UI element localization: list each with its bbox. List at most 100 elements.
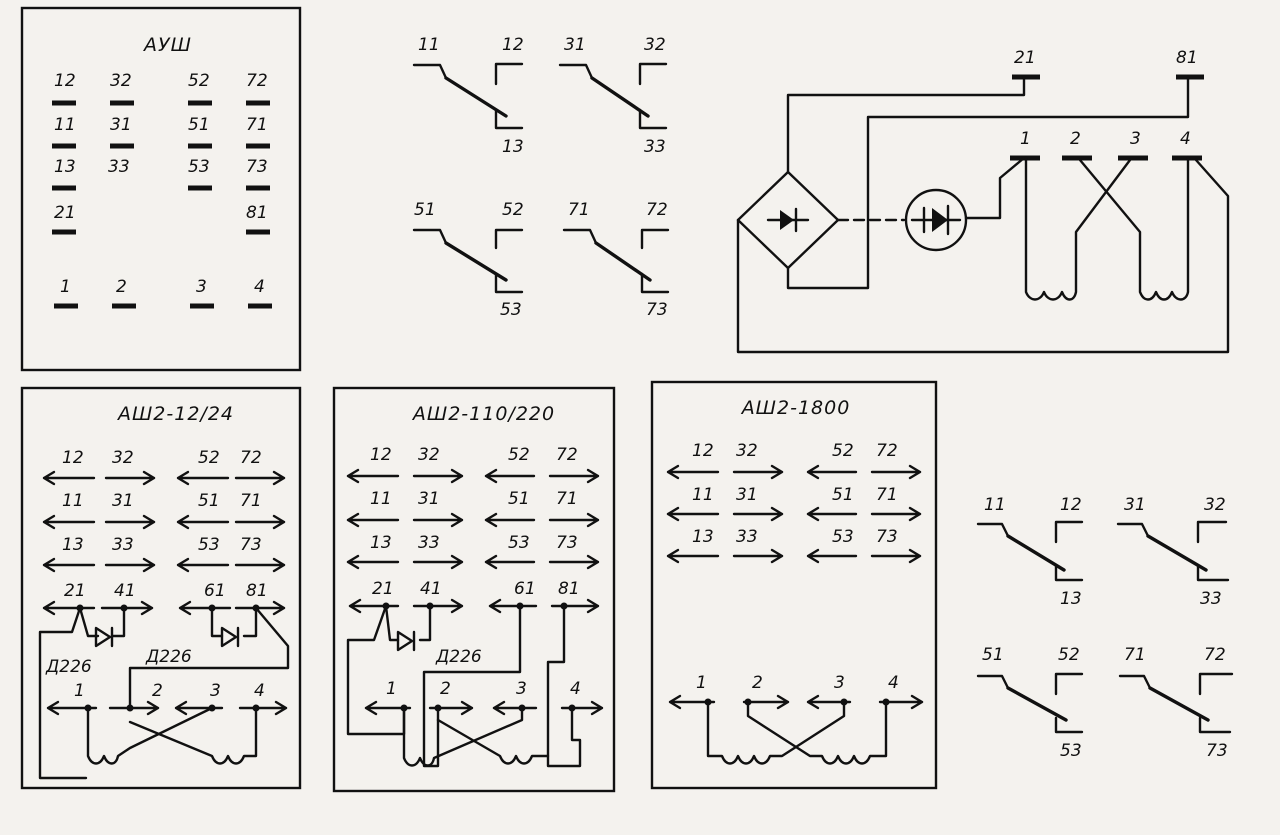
pin-53: 53 bbox=[832, 527, 854, 547]
contact-no-label: 33 bbox=[644, 137, 666, 157]
contact-no-label: 13 bbox=[1060, 589, 1082, 609]
contact-nc-label: 12 bbox=[1060, 495, 1082, 515]
pin-72: 72 bbox=[240, 448, 262, 468]
pin-21: 21 bbox=[54, 203, 76, 223]
pin-72: 72 bbox=[876, 441, 898, 461]
pin-52: 52 bbox=[508, 445, 530, 465]
pin-81: 81 bbox=[246, 203, 268, 223]
contact-group: 71 72 73 bbox=[562, 200, 670, 320]
pin-13: 13 bbox=[62, 535, 84, 555]
pin-73: 73 bbox=[876, 527, 898, 547]
pin-2: 2 bbox=[152, 681, 163, 701]
pin-73: 73 bbox=[240, 535, 262, 555]
pin-4: 4 bbox=[570, 679, 581, 699]
pin-71: 71 bbox=[240, 491, 262, 511]
terminal-1-label: 1 bbox=[1020, 129, 1031, 149]
coil-circuit: 21 81 1 2 3 4 bbox=[736, 48, 1230, 354]
pin-1: 1 bbox=[74, 681, 85, 701]
pin-13: 13 bbox=[370, 533, 392, 553]
pin-32: 32 bbox=[736, 441, 758, 461]
pin-4: 4 bbox=[254, 681, 265, 701]
contact-common-label: 31 bbox=[564, 35, 586, 55]
contact-group: 51 52 53 bbox=[412, 200, 524, 320]
pin-3: 3 bbox=[210, 681, 221, 701]
contact-nc-label: 52 bbox=[502, 200, 524, 220]
pin-2: 2 bbox=[752, 673, 763, 693]
pin-41: 41 bbox=[420, 579, 442, 599]
diode-right-label: Д226 bbox=[145, 647, 192, 667]
diode-label: Д226 bbox=[435, 647, 482, 667]
pin-arrows bbox=[346, 468, 604, 716]
pin-81: 81 bbox=[246, 581, 268, 601]
variant-a-title: АШ2-12/24 bbox=[116, 403, 234, 425]
pin-31: 31 bbox=[110, 115, 132, 135]
pin-3: 3 bbox=[196, 277, 207, 297]
pin-1: 1 bbox=[386, 679, 397, 699]
contact-nc-label: 12 bbox=[502, 35, 524, 55]
terminal-3-label: 3 bbox=[1130, 129, 1141, 149]
pin-71: 71 bbox=[876, 485, 898, 505]
pin-51: 51 bbox=[832, 485, 854, 505]
pin-1: 1 bbox=[696, 673, 707, 693]
pin-11: 11 bbox=[692, 485, 714, 505]
contact-no-label: 33 bbox=[1200, 589, 1222, 609]
pin-arrows bbox=[42, 470, 288, 716]
pin-31: 31 bbox=[112, 491, 134, 511]
contact-common-label: 51 bbox=[982, 645, 1004, 665]
pin-12: 12 bbox=[370, 445, 392, 465]
internal-wiring bbox=[38, 606, 290, 780]
pin-73: 73 bbox=[556, 533, 578, 553]
contact-no-label: 53 bbox=[500, 300, 522, 320]
contact-common-label: 11 bbox=[984, 495, 1006, 515]
variant-b-panel: АШ2-110/220 12 32 52 72 11 31 51 71 13 3… bbox=[332, 386, 616, 793]
pin-11: 11 bbox=[54, 115, 76, 135]
pin-81: 81 bbox=[558, 579, 580, 599]
terminal-2-label: 2 bbox=[1070, 129, 1081, 149]
pin-33: 33 bbox=[112, 535, 134, 555]
pin-33: 33 bbox=[418, 533, 440, 553]
pin-61: 61 bbox=[204, 581, 226, 601]
pin-4: 4 bbox=[254, 277, 265, 297]
contact-no-label: 73 bbox=[1206, 741, 1228, 761]
pin-3: 3 bbox=[834, 673, 845, 693]
contact-common-label: 71 bbox=[568, 200, 590, 220]
junction-dots bbox=[704, 698, 890, 706]
terminal-81-label: 81 bbox=[1176, 48, 1198, 68]
contact-group: 31 32 33 bbox=[558, 35, 668, 157]
pin-53: 53 bbox=[188, 157, 210, 177]
pin-52: 52 bbox=[832, 441, 854, 461]
pin-31: 31 bbox=[418, 489, 440, 509]
pin-51: 51 bbox=[198, 491, 220, 511]
pin-21: 21 bbox=[372, 579, 394, 599]
pin-71: 71 bbox=[556, 489, 578, 509]
pin-12: 12 bbox=[54, 71, 76, 91]
pin-12: 12 bbox=[692, 441, 714, 461]
pin-31: 31 bbox=[736, 485, 758, 505]
pin-72: 72 bbox=[556, 445, 578, 465]
pin-3: 3 bbox=[516, 679, 527, 699]
pin-32: 32 bbox=[112, 448, 134, 468]
diode-left-label: Д226 bbox=[45, 657, 92, 677]
pin-13: 13 bbox=[54, 157, 76, 177]
variant-b-title: АШ2-110/220 bbox=[411, 403, 555, 425]
pin-52: 52 bbox=[188, 71, 210, 91]
pin-2: 2 bbox=[116, 277, 127, 297]
contact-nc-label: 52 bbox=[1058, 645, 1080, 665]
pin-33: 33 bbox=[736, 527, 758, 547]
contact-common-label: 31 bbox=[1124, 495, 1146, 515]
pin-71: 71 bbox=[246, 115, 268, 135]
socket-panel: АУШ 12 32 52 72 11 31 51 71 13 33 53 73 … bbox=[20, 6, 302, 372]
pin-21: 21 bbox=[64, 581, 86, 601]
contact-group: 71 72 73 bbox=[1118, 645, 1234, 761]
variant-c-panel: АШ2-1800 12 32 52 72 11 31 51 71 13 33 5… bbox=[650, 380, 938, 790]
contact-group: 11 12 13 bbox=[976, 495, 1084, 609]
pin-33: 33 bbox=[108, 157, 130, 177]
contact-group: 31 32 33 bbox=[1116, 495, 1230, 609]
pin-53: 53 bbox=[198, 535, 220, 555]
pin-32: 32 bbox=[418, 445, 440, 465]
contact-no-label: 73 bbox=[646, 300, 668, 320]
terminal-21-label: 21 bbox=[1014, 48, 1036, 68]
diode-icon bbox=[766, 207, 810, 233]
pin-73: 73 bbox=[246, 157, 268, 177]
